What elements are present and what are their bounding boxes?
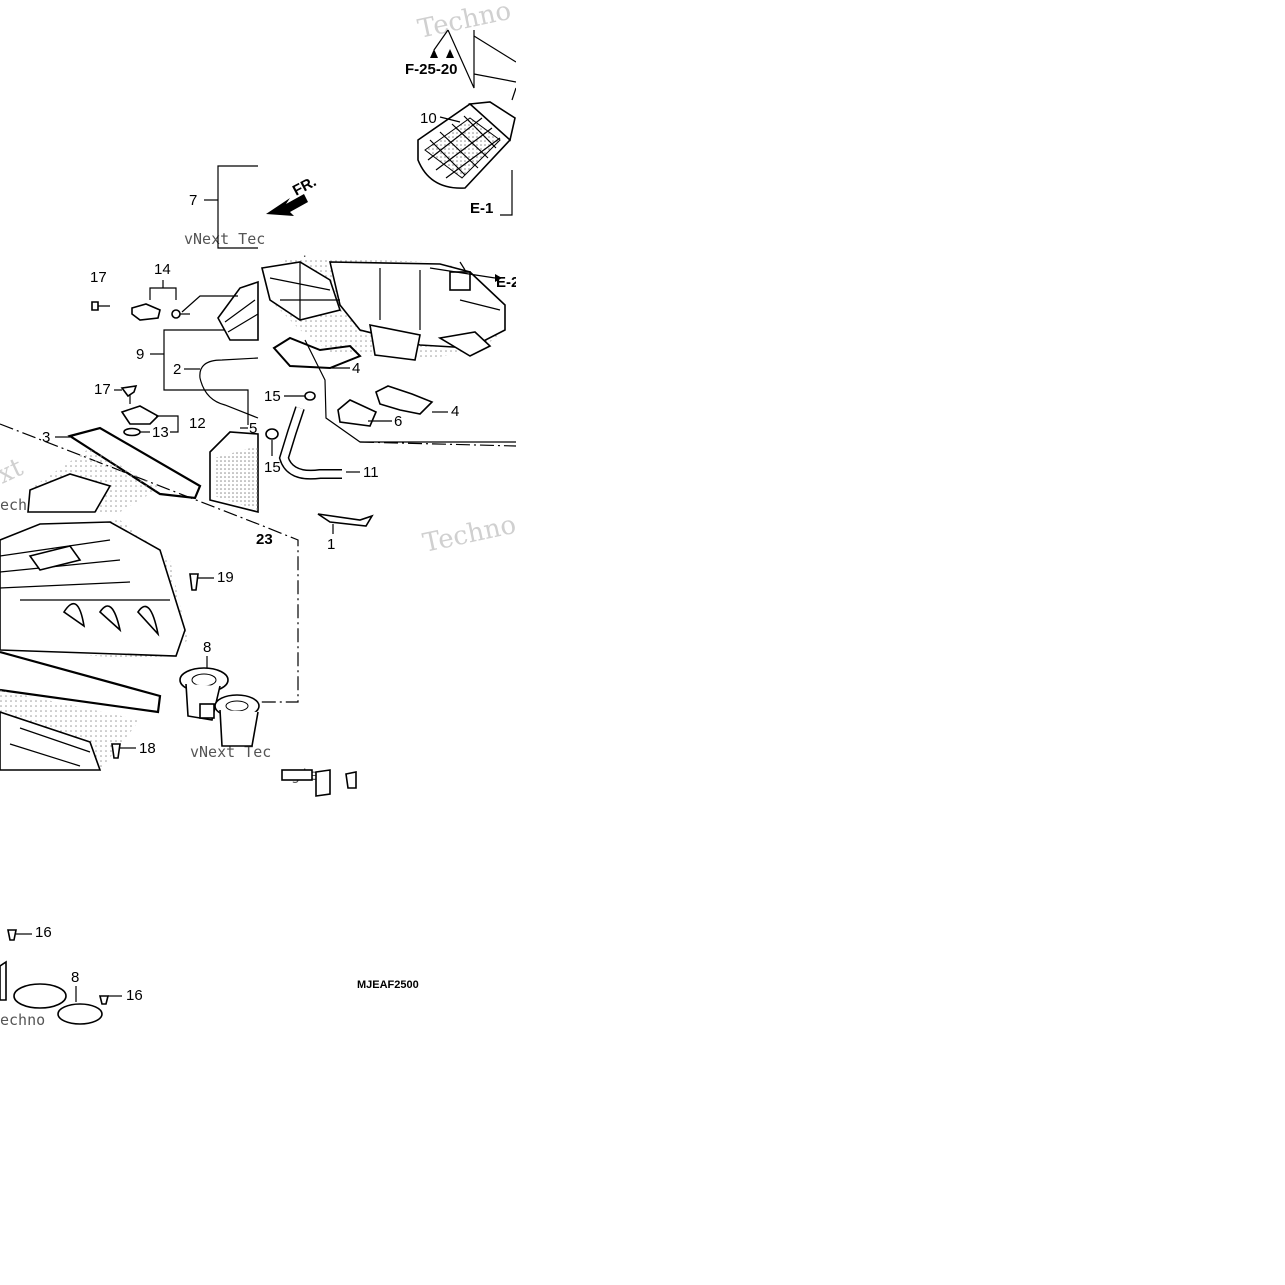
callout-4-upper: 4: [352, 360, 360, 377]
ref-f-25-20: F-25-20: [405, 61, 458, 78]
watermark-top: Techno: [415, 0, 514, 45]
bracket-7: [217, 165, 258, 249]
connector-pieces: [281, 769, 357, 797]
callout-2: 2: [173, 361, 181, 378]
hose-and-seal-group: [209, 336, 517, 534]
blank-area: [516, 0, 1285, 1285]
map-sensor-group: [114, 385, 179, 437]
ref-e-1: E-1: [470, 200, 493, 217]
callout-6: 6: [394, 413, 402, 430]
diagram-code: MJEAF2500: [357, 979, 419, 991]
ref-e-2: E-2: [496, 274, 519, 291]
callout-16-lower: 16: [126, 987, 143, 1004]
watermark-mid: Techno: [420, 510, 519, 559]
callout-17-upper: 17: [90, 269, 107, 286]
callout-12: 12: [189, 415, 206, 432]
callout-23: 23: [256, 531, 273, 548]
watermark-bottom: vNext Tec: [190, 743, 271, 761]
arrow-head: [430, 49, 438, 58]
callout-10: 10: [420, 110, 437, 127]
watermark-xt: xt: [0, 452, 28, 490]
callout-13: 13: [152, 424, 169, 441]
callout-14: 14: [154, 261, 171, 278]
air-cleaner-case-upper: [258, 257, 516, 387]
arrow-head: [446, 49, 454, 58]
callout-18: 18: [139, 740, 156, 757]
callout-16-upper: 16: [35, 924, 52, 941]
callout-8-upper: 8: [203, 639, 211, 656]
air-cleaner-cover: [0, 423, 299, 771]
callout-labels: 1 2 3 4 4 5 6 7 8 8 9 10 11 12 13 14 15 …: [35, 110, 459, 1004]
callout-15-lower: 15: [264, 459, 281, 476]
callout-7: 7: [189, 192, 197, 209]
callout-9: 9: [136, 346, 144, 363]
lower-funnel-fragment: [0, 929, 122, 1025]
callout-19: 19: [217, 569, 234, 586]
callout-5: 5: [249, 420, 257, 437]
callout-11: 11: [363, 464, 379, 481]
callout-3: 3: [42, 429, 50, 446]
watermark-echno-2: echno: [0, 1011, 45, 1029]
callout-17-lower: 17: [94, 381, 111, 398]
reference-labels: F-25-20 E-1 E-2: [405, 61, 519, 291]
watermark-left: vNext Tec: [184, 230, 265, 248]
callout-8-lower: 8: [71, 969, 79, 986]
air-cleaner-case-left: [91, 280, 259, 425]
air-filter-element: [417, 29, 517, 189]
fr-label: FR.: [290, 173, 319, 199]
front-direction-arrow: FR.: [266, 173, 319, 216]
callout-4-lower: 4: [451, 403, 459, 420]
callout-1: 1: [327, 536, 335, 553]
callout-15-upper: 15: [264, 388, 281, 405]
